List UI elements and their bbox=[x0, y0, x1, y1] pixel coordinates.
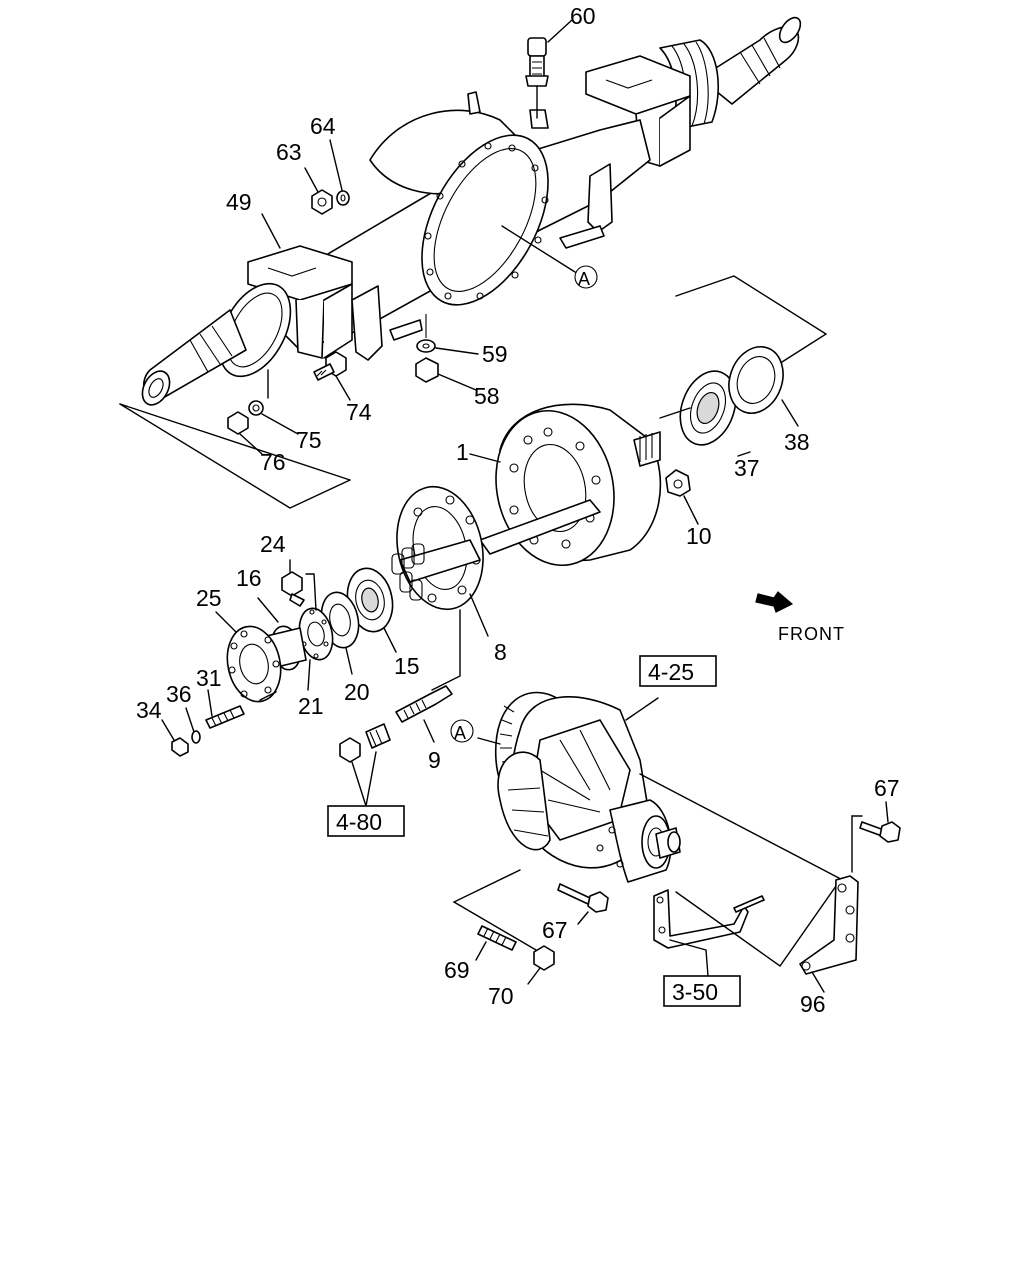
callout-58: 58 bbox=[474, 383, 500, 409]
callout-34: 34 bbox=[136, 697, 162, 723]
part-69-70-stud-nut bbox=[475, 925, 555, 985]
callout-36: 36 bbox=[166, 681, 192, 707]
reference-box-4-80[interactable]: 4-80 bbox=[327, 805, 405, 837]
callout-64: 64 bbox=[310, 113, 336, 139]
reference-4-25-text: 4-25 bbox=[648, 659, 694, 685]
reference-box-4-25[interactable]: 4-25 bbox=[639, 655, 717, 687]
part-4-25-differential bbox=[452, 691, 859, 951]
callout-31: 31 bbox=[196, 665, 222, 691]
callout-21: 21 bbox=[298, 693, 324, 719]
front-label: FRONT bbox=[778, 624, 845, 644]
part-3-50-bracket bbox=[653, 885, 837, 977]
callout-15: 15 bbox=[394, 653, 420, 679]
callout-96: 96 bbox=[800, 991, 826, 1017]
part-74-bolt bbox=[313, 351, 351, 401]
callout-A-1: A bbox=[578, 269, 590, 289]
part-60-breather bbox=[525, 19, 573, 119]
callout-9: 9 bbox=[428, 747, 441, 773]
part-67-bolt-lower bbox=[557, 883, 609, 925]
callout-20: 20 bbox=[344, 679, 370, 705]
leader-49 bbox=[261, 213, 281, 249]
callout-8: 8 bbox=[494, 639, 507, 665]
callout-67-lower: 67 bbox=[542, 917, 568, 943]
callout-24: 24 bbox=[260, 531, 286, 557]
callout-38: 38 bbox=[784, 429, 810, 455]
part-37-38-bearing-seal bbox=[659, 275, 828, 457]
reference-A-circle-2 bbox=[450, 719, 474, 743]
callout-59: 59 bbox=[482, 341, 508, 367]
axle-housing bbox=[119, 16, 802, 509]
callout-70: 70 bbox=[488, 983, 514, 1009]
callout-75: 75 bbox=[296, 427, 322, 453]
reference-box-3-50[interactable]: 3-50 bbox=[663, 975, 741, 1007]
reference-3-50-text: 3-50 bbox=[672, 979, 718, 1005]
callout-1: 1 bbox=[456, 439, 469, 465]
leader-A1 bbox=[501, 225, 576, 273]
callout-16: 16 bbox=[236, 565, 262, 591]
callout-63: 63 bbox=[276, 139, 302, 165]
part-75-76-washer-nut bbox=[227, 369, 299, 455]
callout-37: 37 bbox=[734, 455, 760, 481]
callout-60: 60 bbox=[570, 3, 596, 29]
front-arrow-icon bbox=[755, 591, 794, 613]
callout-67-upper: 67 bbox=[874, 775, 900, 801]
callout-49: 49 bbox=[226, 189, 252, 215]
callout-74: 74 bbox=[346, 399, 372, 425]
callout-69: 69 bbox=[444, 957, 470, 983]
reference-A-circle-1 bbox=[574, 265, 598, 289]
callout-25: 25 bbox=[196, 585, 222, 611]
callout-10: 10 bbox=[686, 523, 712, 549]
part-58-59-washer-nut bbox=[415, 314, 479, 391]
part-15-bearing bbox=[346, 567, 397, 653]
callout-labels: 60 64 63 49 A 59 58 74 75 76 38 37 1 10 … bbox=[136, 3, 900, 1017]
part-10-nut bbox=[665, 469, 699, 525]
part-96-bracket bbox=[799, 801, 901, 993]
callout-76: 76 bbox=[260, 449, 286, 475]
callout-A-2: A bbox=[454, 723, 466, 743]
reference-4-80-text: 4-80 bbox=[336, 809, 382, 835]
part-31-36-34-stud-nut bbox=[161, 689, 245, 757]
part-63-64-nut-washer bbox=[304, 139, 350, 215]
part-9-4-80 bbox=[339, 685, 453, 807]
part-21-24-flange-bolt bbox=[281, 559, 334, 691]
part-16-25-flange bbox=[215, 597, 307, 703]
part-8-hub-shaft bbox=[391, 485, 601, 691]
